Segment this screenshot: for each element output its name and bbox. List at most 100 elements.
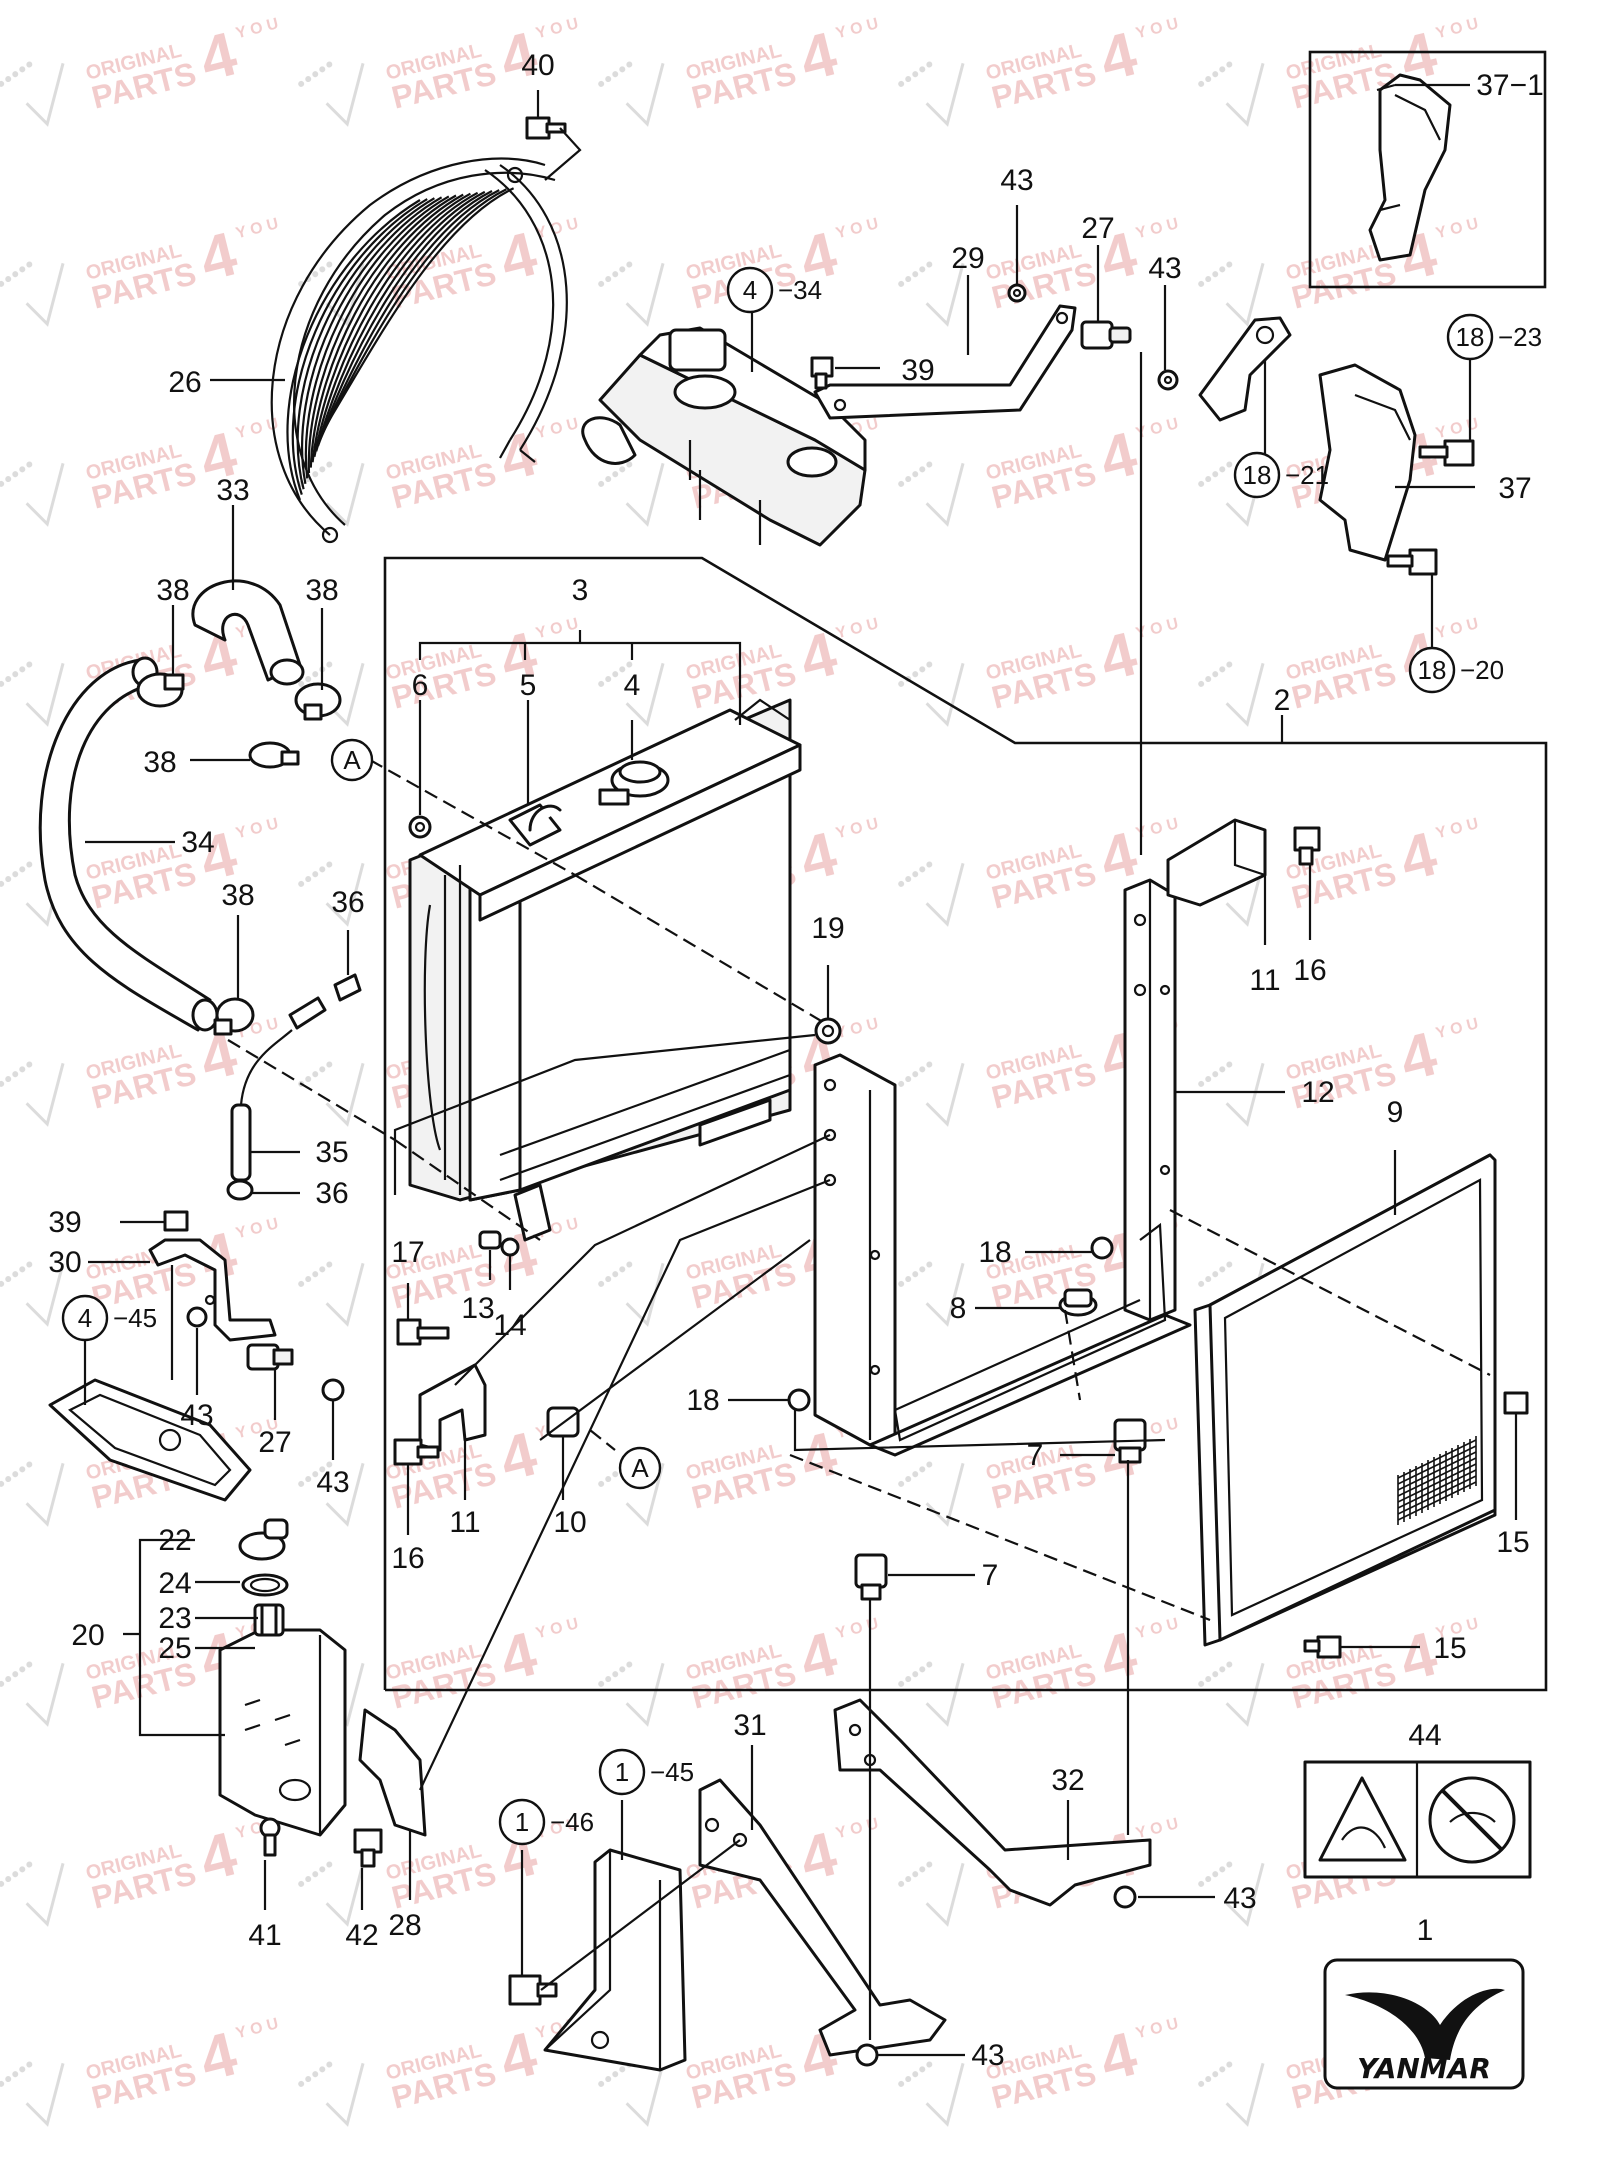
watermark-dot xyxy=(0,1280,5,1287)
watermark-dot xyxy=(312,271,319,278)
watermark-dot xyxy=(298,80,305,87)
watermark-sup: Y O U xyxy=(234,2015,280,2042)
ref-4-34: 4 −34 xyxy=(726,266,822,314)
bolt-1-46 xyxy=(508,1974,558,2006)
mesh-line xyxy=(1397,1481,1477,1521)
watermark-dot xyxy=(919,466,926,473)
watermark-dot xyxy=(1226,1061,1233,1068)
watermark-dot xyxy=(26,61,33,68)
callout-1: 1 xyxy=(1417,1914,1434,1947)
callout-7-b: 7 xyxy=(982,1559,999,1592)
watermark-dot xyxy=(919,1866,926,1873)
callout-22: 22 xyxy=(158,1524,191,1557)
watermark-dot xyxy=(898,1280,905,1287)
watermark-dot xyxy=(619,1266,626,1273)
watermark-sup: Y O U xyxy=(1134,215,1180,242)
watermark-check-icon xyxy=(25,2062,65,2127)
svg-text:18: 18 xyxy=(1456,322,1485,352)
rubber-mount-7-b xyxy=(854,1553,888,1601)
watermark-check-icon xyxy=(1225,1862,1265,1927)
watermark-dot xyxy=(898,480,905,487)
ref-1-46: 1 −46 xyxy=(498,1798,594,1846)
svg-text:4: 4 xyxy=(743,275,757,305)
callout-38-b: 38 xyxy=(305,574,338,607)
callout-36-lower: 36 xyxy=(315,1177,348,1210)
watermark-dot xyxy=(12,471,19,478)
callout-42: 42 xyxy=(345,1919,378,1952)
watermark-dot xyxy=(912,1071,919,1078)
bracket-11-lower xyxy=(418,1363,487,1452)
watermark-check-icon xyxy=(925,262,965,327)
watermark-check-icon xyxy=(325,862,365,927)
mesh-line xyxy=(1397,1457,1477,1497)
circled-refs: 4 −34 18 −23 18 −21 18 −20 4 −45 1 −45 xyxy=(61,266,1542,1846)
watermark-dot xyxy=(12,1071,19,1078)
upper-hose-33 xyxy=(191,579,305,686)
bolt-15-bottom xyxy=(1303,1635,1342,1659)
watermark-dot xyxy=(12,1671,19,1678)
watermark-dot xyxy=(1198,480,1205,487)
watermark-dot xyxy=(619,666,626,673)
watermark-dot xyxy=(5,876,12,883)
callout-27-left: 27 xyxy=(258,1426,291,1459)
watermark-dot xyxy=(1226,1661,1233,1668)
watermark-dot xyxy=(1226,1261,1233,1268)
watermark-dot xyxy=(605,1276,612,1283)
watermark-dot xyxy=(0,1880,5,1887)
watermark-check-icon xyxy=(325,1262,365,1327)
nut-43-top-b xyxy=(1157,369,1179,391)
watermark-dot xyxy=(305,1876,312,1883)
guard-rib xyxy=(304,195,450,479)
seal-24 xyxy=(241,1573,289,1597)
watermark-dot xyxy=(19,2066,26,2073)
hose-clamp-38-d xyxy=(213,997,255,1036)
watermark-dot xyxy=(326,1861,333,1868)
watermark-dot xyxy=(926,1661,933,1668)
watermark-dot xyxy=(26,1861,33,1868)
watermark-sup: Y O U xyxy=(1434,815,1480,842)
callout-labels: 40 26 43 27 43 29 39 37−1 37 33 38 38 38… xyxy=(48,49,1543,2072)
watermark-dot xyxy=(1226,261,1233,268)
watermark-check-icon xyxy=(1225,662,1265,727)
watermark-dot xyxy=(26,1661,33,1668)
watermark-dot xyxy=(598,1280,605,1287)
watermark-dot xyxy=(319,266,326,273)
mesh-line xyxy=(1397,1463,1477,1503)
svg-text:−34: −34 xyxy=(778,275,822,305)
watermark-dot xyxy=(1226,461,1233,468)
watermark-dot xyxy=(312,1071,319,1078)
callout-4: 4 xyxy=(624,669,641,702)
callout-8: 8 xyxy=(950,1292,967,1325)
watermark-dot xyxy=(926,261,933,268)
mesh-line xyxy=(1397,1439,1477,1479)
watermark-dot xyxy=(605,76,612,83)
watermark-dot xyxy=(912,1271,919,1278)
watermark-sup: Y O U xyxy=(1134,1815,1180,1842)
watermark-dot xyxy=(5,1276,12,1283)
watermark-dot xyxy=(1205,1876,1212,1883)
screen-panel-9 xyxy=(1193,1153,1497,1647)
watermark-dot xyxy=(605,676,612,683)
watermark-dot xyxy=(298,1880,305,1887)
watermark-dot xyxy=(19,1066,26,1073)
watermark-dot xyxy=(312,1471,319,1478)
callout-37-1: 37−1 xyxy=(1476,69,1544,102)
clip-36-upper xyxy=(333,973,362,1002)
callout-11-upper: 11 xyxy=(1249,964,1280,997)
watermark-check-icon xyxy=(25,662,65,727)
watermark-dot xyxy=(912,1471,919,1478)
watermark-dot xyxy=(26,1461,33,1468)
watermark-check-icon xyxy=(925,462,965,527)
watermark-dot xyxy=(926,2061,933,2068)
watermark-check-icon xyxy=(1225,2062,1265,2127)
bolt-18-23 xyxy=(1418,439,1475,467)
watermark-dot xyxy=(1212,1271,1219,1278)
watermark-dot xyxy=(912,2071,919,2078)
watermark-dot xyxy=(905,1676,912,1683)
radiator-core xyxy=(408,698,802,1242)
watermark-check-icon xyxy=(925,662,965,727)
watermark-dot xyxy=(926,661,933,668)
callout-12: 12 xyxy=(1301,1076,1334,1109)
watermark-dot xyxy=(898,880,905,887)
